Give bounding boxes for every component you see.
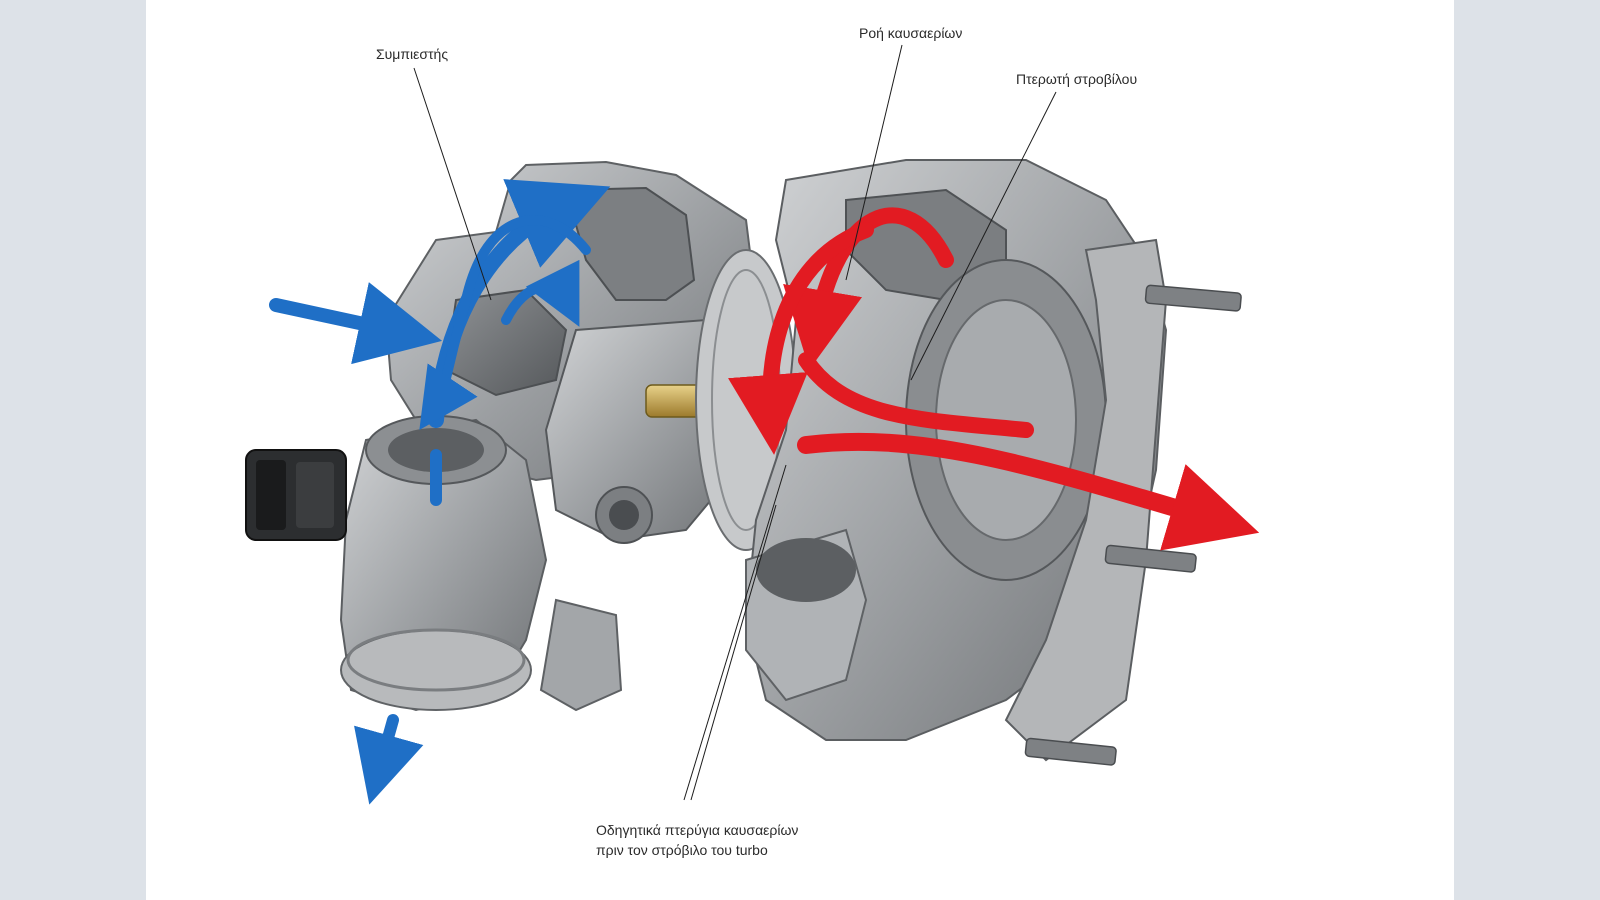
exhaust-flow-arrows <box>728 207 1260 551</box>
diagram-canvas: Συμπιεστής Ροή καυσαερίων Πτερωτή στροβί… <box>146 0 1454 900</box>
compressor-label: Συμπιεστής <box>376 46 449 62</box>
left-margin-panel <box>0 0 146 900</box>
leader-lines <box>413 44 1057 801</box>
guide-vanes-label-line1: Οδηγητικά πτερύγια καυσαερίων <box>596 822 799 838</box>
turbocharger-cutaway <box>245 44 1260 805</box>
stud-bolt-icon <box>1024 284 1242 766</box>
turbine-wheel-label: Πτερωτή στροβίλου <box>1016 71 1138 87</box>
intake-air-arrows <box>269 179 611 805</box>
guide-vanes-label: Οδηγητικά πτερύγια καυσαερίων πριν τον σ… <box>596 820 856 860</box>
right-margin-panel <box>1454 0 1600 900</box>
sensor-connector-icon <box>245 449 347 541</box>
exhaust-flow-label: Ροή καυσαερίων <box>859 25 963 41</box>
guide-vanes-label-line2: πριν τον στρόβιλο του turbo <box>596 842 768 858</box>
